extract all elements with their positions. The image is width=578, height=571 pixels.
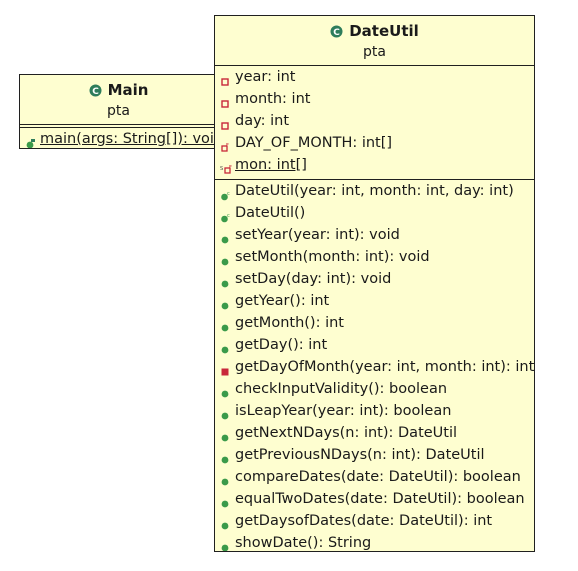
- field-label: DAY_OF_MONTH: int[]: [235, 135, 393, 151]
- method-row[interactable]: getYear(): int: [215, 290, 534, 312]
- method-label: DateUtil(year: int, month: int, day: int…: [235, 183, 514, 199]
- package-name: pta: [107, 103, 130, 119]
- svg-text:c: c: [227, 213, 230, 219]
- attributes-divider: [215, 65, 534, 66]
- public-method-icon: [220, 450, 230, 464]
- main-methods-compartment: main(args: String[]): void: [20, 128, 218, 148]
- public-method-icon: [220, 274, 230, 288]
- class-name: DateUtil: [349, 22, 419, 40]
- public-method-icon: [220, 472, 230, 486]
- public-method-icon: [220, 230, 230, 244]
- public-method-icon: [220, 516, 230, 530]
- method-row[interactable]: equalTwoDates(date: DateUtil): boolean: [215, 488, 534, 510]
- method-row[interactable]: setDay(day: int): void: [215, 268, 534, 290]
- class-dateutil-header: C DateUtil pta: [215, 16, 534, 62]
- field-row[interactable]: day: int: [215, 110, 534, 132]
- constructor-icon: c: [220, 208, 230, 223]
- private-field-icon: [220, 72, 230, 86]
- method-label: getDaysofDates(date: DateUtil): int: [235, 513, 493, 529]
- field-label: mon: int[]: [235, 157, 307, 173]
- method-row[interactable]: setMonth(month: int): void: [215, 246, 534, 268]
- method-label: main(args: String[]): void: [40, 131, 218, 147]
- method-row[interactable]: getNextNDays(n: int): DateUtil: [215, 422, 534, 444]
- methods-divider: [20, 127, 217, 128]
- field-row[interactable]: year: int: [215, 66, 534, 88]
- field-label: year: int: [235, 69, 296, 85]
- public-method-icon: [220, 296, 230, 310]
- method-label: getMonth(): int: [235, 315, 344, 331]
- method-row[interactable]: main(args: String[]): void: [20, 128, 218, 148]
- private-final-field-icon: F: [220, 138, 230, 152]
- method-row[interactable]: getDaysofDates(date: DateUtil): int: [215, 510, 534, 532]
- method-label: getDayOfMonth(year: int, month: int): in…: [235, 359, 535, 375]
- method-label: setMonth(month: int): void: [235, 249, 430, 265]
- field-row[interactable]: F DAY_OF_MONTH: int[]: [215, 132, 534, 154]
- svg-text:F: F: [229, 165, 232, 171]
- svg-text:S: S: [220, 166, 223, 172]
- method-label: getDay(): int: [235, 337, 328, 353]
- class-icon: C: [89, 84, 102, 97]
- class-name: Main: [107, 81, 149, 99]
- field-row[interactable]: month: int: [215, 88, 534, 110]
- method-row[interactable]: showDate(): String: [215, 532, 534, 551]
- method-row[interactable]: getDayOfMonth(year: int, month: int): in…: [215, 356, 534, 378]
- public-method-icon: [220, 252, 230, 266]
- class-dateutil[interactable]: C DateUtil pta year: int month: int day: i…: [214, 15, 535, 552]
- svg-text:c: c: [227, 191, 230, 197]
- constructor-icon: c: [220, 186, 230, 201]
- methods-compartment: c DateUtil(year: int, month: int, day: in…: [215, 180, 534, 551]
- public-method-icon: [220, 384, 230, 398]
- method-row[interactable]: checkInputValidity(): boolean: [215, 378, 534, 400]
- method-label: checkInputValidity(): boolean: [235, 381, 448, 397]
- method-label: compareDates(date: DateUtil): boolean: [235, 469, 521, 485]
- method-row[interactable]: getMonth(): int: [215, 312, 534, 334]
- method-label: getYear(): int: [235, 293, 330, 309]
- svg-text:C: C: [92, 87, 99, 97]
- public-method-icon: [220, 538, 230, 551]
- method-label: getNextNDays(n: int): DateUtil: [235, 425, 458, 441]
- method-row[interactable]: setYear(year: int): void: [215, 224, 534, 246]
- attributes-divider: [20, 124, 217, 125]
- method-row[interactable]: getDay(): int: [215, 334, 534, 356]
- method-label: isLeapYear(year: int): boolean: [235, 403, 452, 419]
- private-method-icon: [220, 362, 230, 376]
- class-main[interactable]: C Main pta main(args: String[]): void: [19, 74, 218, 149]
- public-method-icon: [220, 406, 230, 420]
- public-method-icon: [220, 428, 230, 442]
- public-method-icon: [220, 340, 230, 354]
- field-label: day: int: [235, 113, 290, 129]
- method-label: showDate(): String: [235, 535, 372, 551]
- static-method-icon: [25, 134, 35, 148]
- method-label: equalTwoDates(date: DateUtil): boolean: [235, 491, 525, 507]
- methods-divider: [215, 179, 534, 180]
- private-field-icon: [220, 94, 230, 108]
- svg-text:F: F: [226, 143, 229, 149]
- method-label: setDay(day: int): void: [235, 271, 392, 287]
- method-label: setYear(year: int): void: [235, 227, 400, 243]
- method-row[interactable]: c DateUtil(): [215, 202, 534, 224]
- private-field-icon: [220, 116, 230, 130]
- method-label: getPreviousNDays(n: int): DateUtil: [235, 447, 485, 463]
- package-name: pta: [363, 44, 386, 60]
- class-main-header: C Main pta: [20, 75, 217, 121]
- class-icon: C: [330, 25, 343, 38]
- method-row[interactable]: isLeapYear(year: int): boolean: [215, 400, 534, 422]
- method-row[interactable]: c DateUtil(year: int, month: int, day: in…: [215, 180, 534, 202]
- method-row[interactable]: getPreviousNDays(n: int): DateUtil: [215, 444, 534, 466]
- field-label: month: int: [235, 91, 311, 107]
- method-label: DateUtil(): [235, 205, 306, 221]
- svg-text:C: C: [333, 28, 340, 38]
- public-method-icon: [220, 494, 230, 508]
- public-method-icon: [220, 318, 230, 332]
- method-row[interactable]: compareDates(date: DateUtil): boolean: [215, 466, 534, 488]
